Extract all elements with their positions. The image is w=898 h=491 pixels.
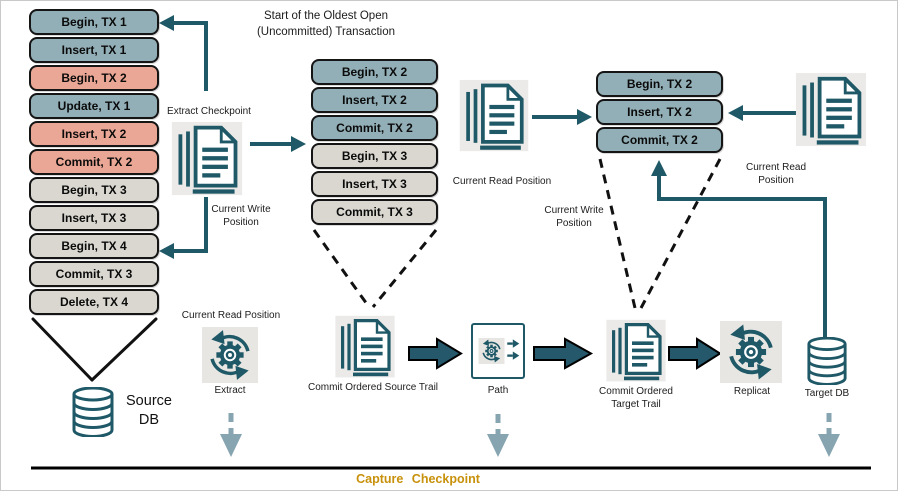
tx-row: Delete, TX 4 xyxy=(29,289,159,315)
diagram-title-line1: Start of the Oldest Open xyxy=(263,10,388,22)
document-stack-icon xyxy=(795,71,867,149)
extract-checkpoint-label: Extract Checkpoint xyxy=(167,106,251,117)
extract-gear-icon xyxy=(201,327,259,383)
path-gear-arrows-icon xyxy=(478,338,520,364)
path-process-box xyxy=(471,323,525,379)
target-db-label: Target DB xyxy=(804,388,850,399)
path-label: Path xyxy=(487,385,509,396)
tx-row: Insert, TX 1 xyxy=(29,37,159,63)
extract-label: Extract xyxy=(214,385,246,396)
diagram-title: Start of the Oldest Open (Uncommitted) T… xyxy=(241,9,411,40)
current-write-position-label: Current Write Position xyxy=(544,205,604,229)
document-stack-icon xyxy=(605,319,667,383)
tx-row: Insert, TX 2 xyxy=(596,99,723,125)
source-db-label: Source DB xyxy=(126,393,172,428)
commit-ordered-target-trail-label: Commit Ordered Target Trail xyxy=(599,386,673,410)
right-dashed-funnel xyxy=(598,158,722,309)
tx-row: Insert, TX 2 xyxy=(29,121,159,147)
source-funnel-lines xyxy=(31,317,158,382)
capture-checkpoint-label: Capture Checkpoint xyxy=(356,472,480,486)
middle-dashed-funnel xyxy=(312,229,438,308)
document-stack-icon xyxy=(169,121,245,197)
tx-row: Insert, TX 2 xyxy=(311,87,438,113)
tx-row: Commit, TX 2 xyxy=(596,127,723,153)
tx-row: Begin, TX 2 xyxy=(29,65,159,91)
capture-checkpoint-arrowheads xyxy=(220,434,840,457)
tx-row: Begin, TX 3 xyxy=(29,177,159,203)
source-log-stack: Begin, TX 1 Insert, TX 1 Begin, TX 2 Upd… xyxy=(29,9,159,317)
document-stack-icon xyxy=(333,315,397,379)
tx-row: Begin, TX 2 xyxy=(311,59,438,85)
current-read-position-label: Current Read Position xyxy=(745,162,807,186)
tx-row: Commit, TX 3 xyxy=(311,199,438,225)
replicat-gear-icon xyxy=(719,321,783,383)
tx-row: Insert, TX 3 xyxy=(29,205,159,231)
tx-row: Insert, TX 3 xyxy=(311,171,438,197)
capture-checkpoint-arrows xyxy=(228,413,832,434)
tx-row: Commit, TX 3 xyxy=(29,261,159,287)
tx-row: Commit, TX 2 xyxy=(29,149,159,175)
current-read-position-label: Current Read Position xyxy=(452,176,552,187)
current-write-position-label: Current Write Position xyxy=(211,204,271,228)
current-read-position-label: Current Read Position xyxy=(181,310,281,321)
tx-row: Begin, TX 2 xyxy=(596,71,723,97)
tx-row: Begin, TX 1 xyxy=(29,9,159,35)
source-database-icon xyxy=(71,387,115,437)
diagram-title-line2: (Uncommitted) Transaction xyxy=(256,25,396,38)
tx-row: Begin, TX 3 xyxy=(311,143,438,169)
target-database-icon xyxy=(806,337,848,385)
commit-ordered-source-trail-label: Commit Ordered Source Trail xyxy=(307,382,439,393)
target-trail-stack: Begin, TX 2 Insert, TX 2 Commit, TX 2 xyxy=(596,71,723,155)
document-stack-icon xyxy=(457,79,531,153)
tx-row: Commit, TX 2 xyxy=(311,115,438,141)
block-arrows xyxy=(408,337,722,370)
tx-row: Update, TX 1 xyxy=(29,93,159,119)
source-trail-stack: Begin, TX 2 Insert, TX 2 Commit, TX 2 Be… xyxy=(311,59,438,227)
replicat-label: Replicat xyxy=(733,386,771,397)
tx-row: Begin, TX 4 xyxy=(29,233,159,259)
